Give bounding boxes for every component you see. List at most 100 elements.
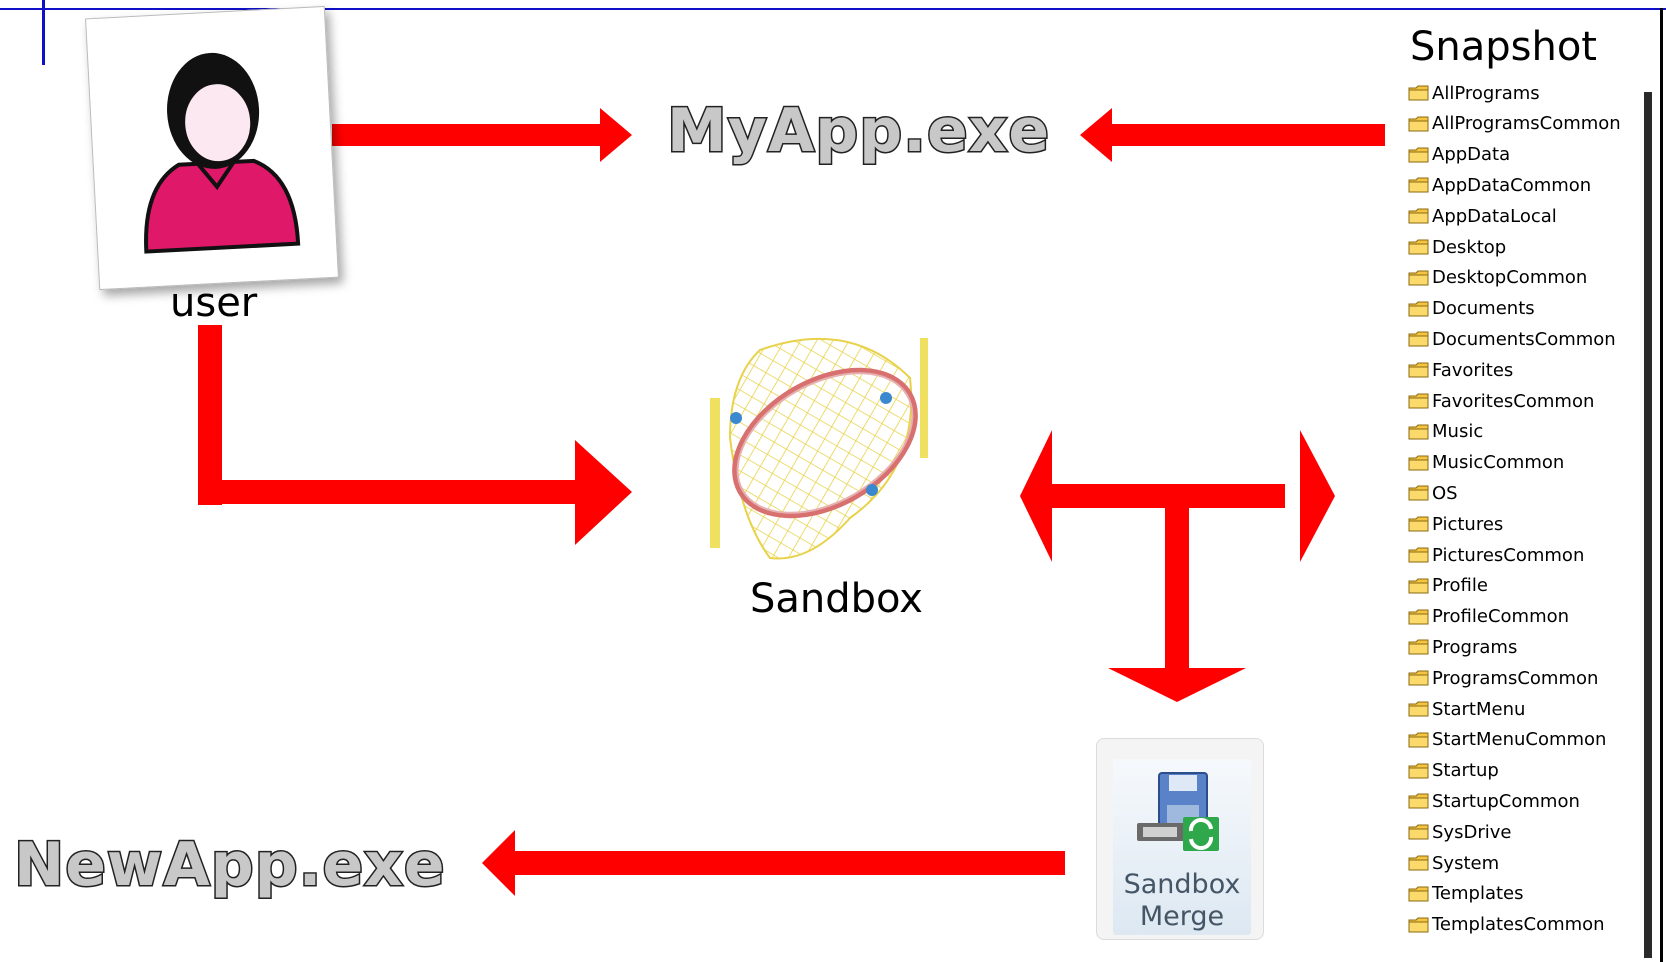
folder-item[interactable]: StartMenuCommon [1408,725,1606,755]
folder-item[interactable]: MusicCommon [1408,448,1564,478]
folder-item[interactable]: SysDrive [1408,817,1511,847]
folder-icon [1408,855,1429,871]
folder-label: OS [1432,482,1458,504]
folder-icon [1408,301,1429,317]
user-photo [85,5,339,291]
folder-item[interactable]: StartupCommon [1408,786,1580,816]
folder-item[interactable]: DesktopCommon [1408,263,1587,293]
folder-item[interactable]: AppData [1408,140,1510,170]
folder-item[interactable]: Profile [1408,571,1488,601]
folder-label: FavoritesCommon [1432,390,1595,412]
snapshot-label: Snapshot [1410,24,1597,70]
myapp-label: MyApp.exe [665,95,1051,168]
folder-icon [1408,208,1429,224]
folder-label: Programs [1432,636,1518,658]
slide-right-rule [1660,8,1663,962]
folder-icon [1408,485,1429,501]
folder-icon [1408,455,1429,471]
folder-item[interactable]: AppDataCommon [1408,170,1591,200]
folder-item[interactable]: StartMenu [1408,694,1525,724]
folder-icon [1408,670,1429,686]
folder-item[interactable]: Templates [1408,879,1524,909]
folder-panel-shadow [1644,92,1652,958]
folder-icon [1408,116,1429,132]
folder-label: TemplatesCommon [1432,914,1605,936]
folder-icon [1408,393,1429,409]
folder-item[interactable]: Documents [1408,294,1535,324]
folder-item[interactable]: AllPrograms [1408,78,1540,108]
folder-icon [1408,270,1429,286]
folder-icon [1408,578,1429,594]
arrow-snapshot-to-myapp [1080,108,1385,162]
sandbox-label: Sandbox [750,576,923,622]
folder-item[interactable]: OS [1408,478,1458,508]
folder-label: Templates [1432,883,1524,905]
slide-left-rule [42,0,45,65]
folder-label: Pictures [1432,513,1504,535]
folder-icon [1408,609,1429,625]
folder-item[interactable]: ProgramsCommon [1408,663,1598,693]
folder-label: DesktopCommon [1432,267,1588,289]
folder-icon [1408,331,1429,347]
folder-icon [1408,239,1429,255]
folder-item[interactable]: ProfileCommon [1408,602,1569,632]
folder-label: Favorites [1432,359,1514,381]
folder-icon [1408,147,1429,163]
folder-label: PicturesCommon [1432,544,1585,566]
folder-icon [1408,424,1429,440]
merge-text: Sandbox Merge [1113,869,1251,933]
folder-label: Startup [1432,760,1499,782]
folder-label: AppDataLocal [1432,205,1557,227]
folder-label: Desktop [1432,236,1507,258]
folder-icon [1408,886,1429,902]
folder-icon [1408,824,1429,840]
folder-item[interactable]: Programs [1408,632,1517,662]
folder-label: System [1432,852,1500,874]
folder-item[interactable]: DocumentsCommon [1408,324,1616,354]
folder-label: ProgramsCommon [1432,667,1599,689]
folder-icon [1408,639,1429,655]
user-avatar-icon [144,52,301,254]
folder-item[interactable]: Pictures [1408,509,1503,539]
folder-icon [1408,177,1429,193]
folder-item[interactable]: Desktop [1408,232,1506,262]
folder-label: StartupCommon [1432,790,1580,812]
folder-icon [1408,85,1429,101]
folder-label: AllProgramsCommon [1432,113,1621,135]
sandbox-merge-button[interactable]: Sandbox Merge [1096,738,1264,940]
merge-disk-icon [1137,772,1219,851]
folder-item[interactable]: Music [1408,417,1483,447]
folder-icon [1408,362,1429,378]
folder-item[interactable]: TemplatesCommon [1408,910,1605,940]
folder-label: StartMenu [1432,698,1526,720]
folder-label: Music [1432,421,1484,443]
folder-label: AllPrograms [1432,82,1540,104]
slide-top-rule [0,8,1666,10]
arrow-merge-to-newapp [482,830,1065,896]
sandbox-net-icon [700,318,940,568]
folder-label: AppDataCommon [1432,174,1592,196]
folder-label: MusicCommon [1432,452,1565,474]
merge-text-line2: Merge [1139,901,1225,932]
folder-label: ProfileCommon [1432,606,1570,628]
folder-item[interactable]: System [1408,848,1499,878]
folder-item[interactable]: Favorites [1408,355,1513,385]
folder-icon [1408,732,1429,748]
folder-item[interactable]: FavoritesCommon [1408,386,1594,416]
folder-item[interactable]: PicturesCommon [1408,540,1584,570]
arrow-user-to-myapp [332,108,632,162]
user-label: user [170,280,258,326]
folder-icon [1408,516,1429,532]
folder-item[interactable]: Startup [1408,756,1499,786]
folder-item[interactable]: AllProgramsCommon [1408,109,1621,139]
folder-label: Documents [1432,298,1535,320]
folder-label: SysDrive [1432,821,1512,843]
folder-icon [1408,763,1429,779]
folder-label: StartMenuCommon [1432,729,1607,751]
folder-label: DocumentsCommon [1432,328,1616,350]
folder-label: Profile [1432,575,1488,597]
folder-icon [1408,701,1429,717]
folder-item[interactable]: AppDataLocal [1408,201,1557,231]
